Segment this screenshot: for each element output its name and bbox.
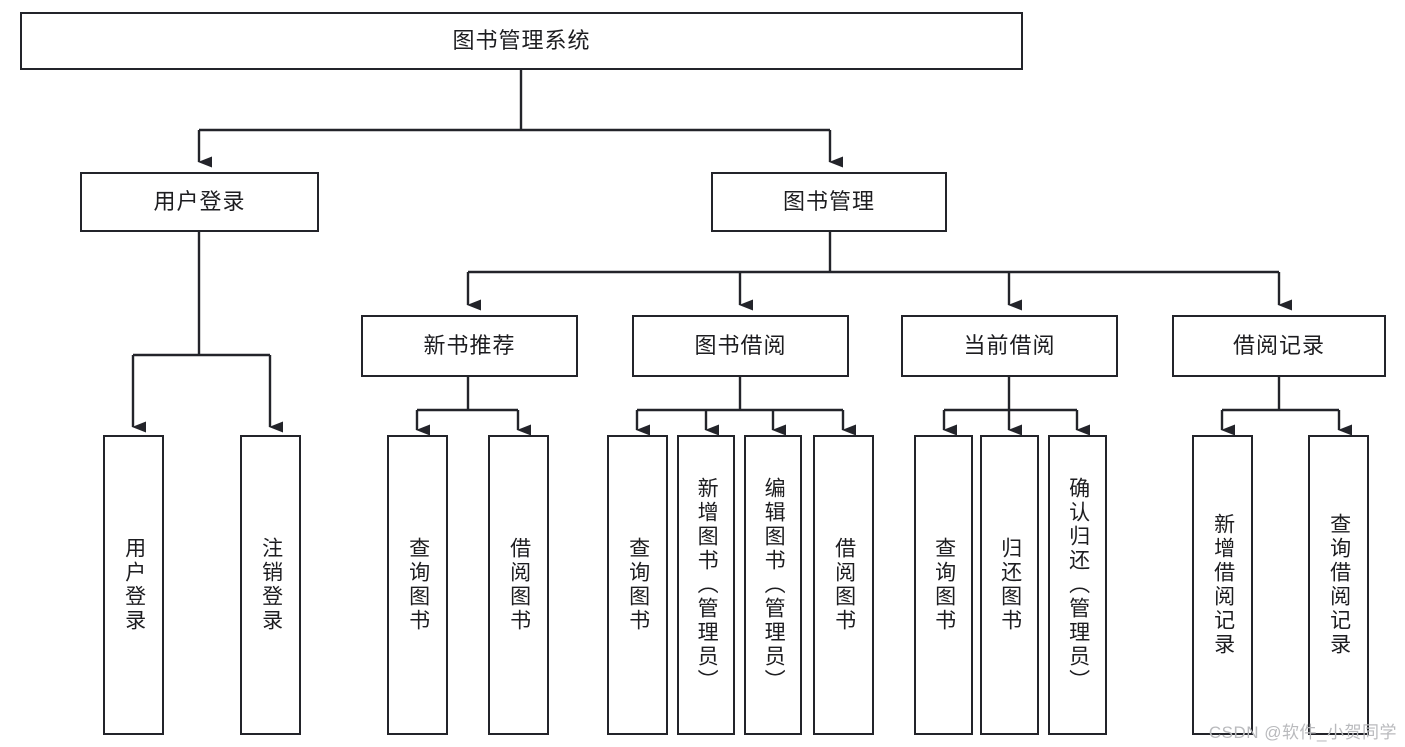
leaf-add-book[interactable]: 新增图书（管理员） xyxy=(677,435,735,735)
leaf-label: 确认归还（管理员） xyxy=(1066,477,1090,693)
leaf-label: 用户登录 xyxy=(122,537,146,633)
leaf-query-book-1[interactable]: 查询图书 xyxy=(387,435,448,735)
leaf-return-book[interactable]: 归还图书 xyxy=(980,435,1039,735)
leaf-logout-login[interactable]: 注销登录 xyxy=(240,435,301,735)
leaf-borrow-book-2[interactable]: 借阅图书 xyxy=(813,435,874,735)
leaf-label: 归还图书 xyxy=(998,537,1022,633)
leaf-label: 注销登录 xyxy=(259,537,283,633)
node-root-system[interactable]: 图书管理系统 xyxy=(20,12,1023,70)
leaf-label: 编辑图书（管理员） xyxy=(762,477,786,693)
node-new-book-recommend[interactable]: 新书推荐 xyxy=(361,315,578,377)
leaf-label: 借阅图书 xyxy=(507,537,531,633)
leaf-label: 查询图书 xyxy=(932,537,956,633)
leaf-label: 查询借阅记录 xyxy=(1327,513,1351,657)
leaf-user-login[interactable]: 用户登录 xyxy=(103,435,164,735)
leaf-label: 借阅图书 xyxy=(832,537,856,633)
leaf-query-book-2[interactable]: 查询图书 xyxy=(607,435,668,735)
leaf-label: 新增借阅记录 xyxy=(1211,513,1235,657)
leaf-borrow-book-1[interactable]: 借阅图书 xyxy=(488,435,549,735)
node-current-borrow[interactable]: 当前借阅 xyxy=(901,315,1118,377)
leaf-confirm-return[interactable]: 确认归还（管理员） xyxy=(1048,435,1107,735)
leaf-label: 查询图书 xyxy=(406,537,430,633)
node-book-borrow[interactable]: 图书借阅 xyxy=(632,315,849,377)
node-book-management[interactable]: 图书管理 xyxy=(711,172,947,232)
csdn-watermark: CSDN @软件_小贺同学 xyxy=(1208,723,1397,742)
leaf-edit-book[interactable]: 编辑图书（管理员） xyxy=(744,435,802,735)
node-borrow-record[interactable]: 借阅记录 xyxy=(1172,315,1386,377)
leaf-add-record[interactable]: 新增借阅记录 xyxy=(1192,435,1253,735)
leaf-label: 新增图书（管理员） xyxy=(695,477,719,693)
leaf-query-record[interactable]: 查询借阅记录 xyxy=(1308,435,1369,735)
leaf-label: 查询图书 xyxy=(626,537,650,633)
leaf-query-book-3[interactable]: 查询图书 xyxy=(914,435,973,735)
node-user-login[interactable]: 用户登录 xyxy=(80,172,319,232)
